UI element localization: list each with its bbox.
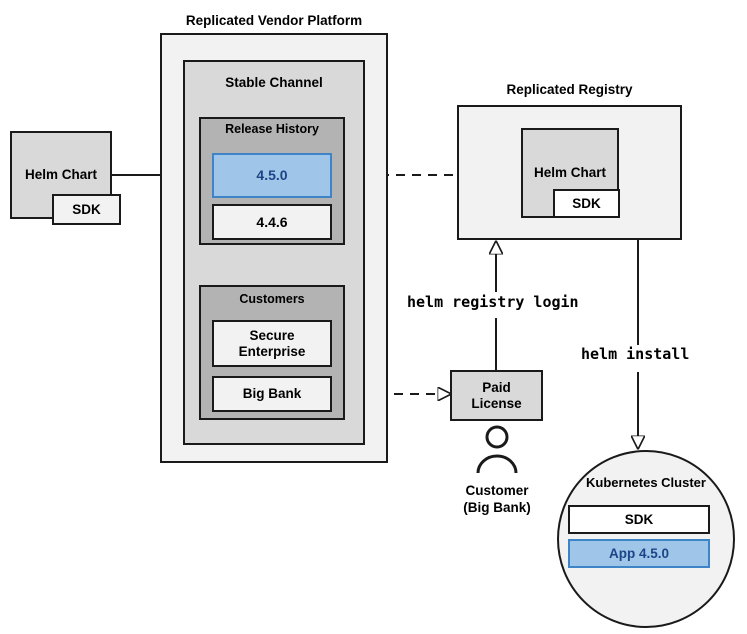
registry-helm-chart-label: Helm Chart (533, 165, 606, 181)
customer-secure-enterprise-line1: Secure (249, 327, 295, 343)
cluster-app-label: App 4.5.0 (608, 545, 670, 561)
customer-caption-line1: Customer (465, 483, 529, 498)
registry-helm-chart-sdk: SDK (553, 189, 620, 218)
release-history-label: Release History (225, 122, 319, 136)
vendor-platform-title: Replicated Vendor Platform (185, 13, 363, 28)
release-version-current-label: 4.5.0 (256, 167, 288, 184)
paid-license-line1: Paid (482, 379, 511, 395)
release-version-previous-label: 4.4.6 (256, 213, 288, 230)
customer-secure-enterprise-line2: Enterprise (238, 343, 306, 359)
command-helm-install: helm install (578, 345, 693, 363)
helm-chart-source-sdk: SDK (52, 194, 121, 225)
cluster-sdk-label: SDK (624, 511, 654, 527)
paid-license: Paid License (450, 370, 543, 421)
customer-secure-enterprise[interactable]: Secure Enterprise (212, 320, 332, 367)
release-version-current[interactable]: 4.5.0 (212, 153, 332, 198)
cluster-app: App 4.5.0 (568, 539, 710, 568)
registry-helm-chart-sdk-label: SDK (572, 195, 601, 211)
customer-big-bank-label: Big Bank (242, 386, 302, 402)
cluster-sdk: SDK (568, 505, 710, 534)
helm-chart-source-label: Helm Chart (24, 167, 97, 183)
customer-big-bank[interactable]: Big Bank (212, 376, 332, 412)
replicated-registry-title: Replicated Registry (506, 82, 633, 97)
kubernetes-cluster-label: Kubernetes Cluster (586, 475, 706, 490)
customer-caption-line2: (Big Bank) (463, 500, 531, 515)
helm-chart-source-sdk-label: SDK (72, 201, 101, 217)
release-version-previous[interactable]: 4.4.6 (212, 204, 332, 240)
command-helm-registry-login: helm registry login (404, 293, 582, 311)
customer-person-icon (476, 425, 518, 474)
customers-label: Customers (239, 292, 305, 306)
paid-license-line2: License (471, 395, 522, 411)
stable-channel-label: Stable Channel (225, 75, 323, 90)
